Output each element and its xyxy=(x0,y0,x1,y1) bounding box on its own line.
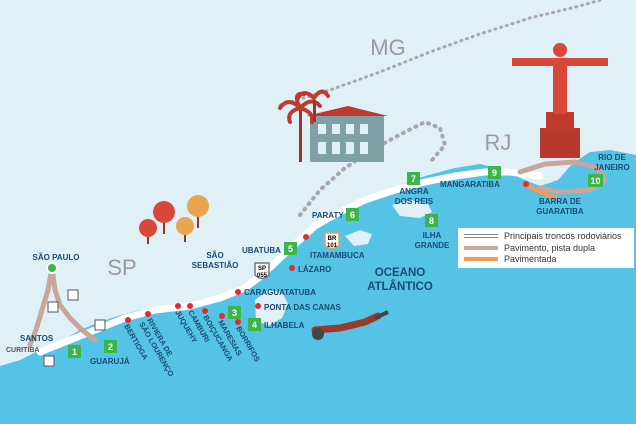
label-ilhabela: ILHABELA xyxy=(264,321,305,330)
label-barra-guaratiba-1: BARRA DE xyxy=(539,197,582,206)
highway-shield-br101: BR 101 xyxy=(324,232,340,250)
svg-text:6: 6 xyxy=(350,210,355,220)
stop-badge-2: 2 xyxy=(104,340,117,353)
mainland xyxy=(0,0,636,366)
poi-juquehy xyxy=(175,303,181,309)
svg-text:7: 7 xyxy=(411,174,416,184)
legend-main: Principais troncos rodoviários xyxy=(504,231,622,241)
christ-redeemer-icon xyxy=(512,43,608,158)
label-lazaro: LÁZARO xyxy=(298,265,331,274)
coastal-islet xyxy=(345,230,372,246)
stop-badge-9: 9 xyxy=(488,166,501,179)
legend-dual: Pavimento, pista dupla xyxy=(504,243,595,253)
poi-barra-guaratiba xyxy=(523,181,529,187)
state-label-mg: MG xyxy=(370,35,405,60)
stop-badge-10: 10 xyxy=(588,174,603,187)
stop-badge-5: 5 xyxy=(284,242,297,255)
poi-camburi xyxy=(187,303,193,309)
stop-badge-1: 1 xyxy=(68,345,81,358)
label-caraguatatuba: CARAGUATATUBA xyxy=(244,288,316,297)
poi-ponta-das-canas xyxy=(255,303,261,309)
label-sao-sebastiao-1: SÃO xyxy=(206,251,223,260)
poi-maresias xyxy=(219,313,225,319)
svg-text:8: 8 xyxy=(429,216,434,226)
surfer-icon xyxy=(43,289,106,367)
label-ubatuba: UBATUBA xyxy=(242,246,281,255)
svg-text:9: 9 xyxy=(492,168,497,178)
svg-text:055: 055 xyxy=(257,273,268,279)
sao-paulo-marker xyxy=(46,262,58,274)
label-angra-2: DOS REIS xyxy=(395,197,434,206)
stop-badge-4: 4 xyxy=(248,318,261,331)
svg-text:3: 3 xyxy=(232,308,237,318)
dual-road xyxy=(49,265,98,343)
label-ilha-grande-2: GRANDE xyxy=(415,241,450,250)
state-border-mg xyxy=(278,0,602,107)
ocean-label-line1: OCEANO xyxy=(375,267,426,279)
label-angra-1: ANGRA xyxy=(399,187,429,196)
poi-lazaro xyxy=(289,265,295,271)
label-curitiba: CURITIBA xyxy=(6,347,39,354)
svg-text:4: 4 xyxy=(252,320,257,330)
svg-text:2: 2 xyxy=(108,342,113,352)
label-barra-guaratiba-2: GUARATIBA xyxy=(536,207,584,216)
diver-icon xyxy=(311,310,389,340)
label-ilha-grande-1: ILHA xyxy=(423,231,442,240)
tree-icon xyxy=(139,195,209,244)
label-guaruja: GUARUJÁ xyxy=(90,357,130,366)
poi-dots xyxy=(125,181,529,325)
label-sao-sebastiao-2: SEBASTIÃO xyxy=(192,261,239,270)
svg-text:SP: SP xyxy=(258,266,266,272)
svg-text:101: 101 xyxy=(327,243,338,249)
poi-riviera xyxy=(145,311,151,317)
label-sao-paulo: SÃO PAULO xyxy=(33,253,80,262)
label-rio-2: JANEIRO xyxy=(594,163,630,172)
legend: Principais troncos rodoviários Pavimento… xyxy=(458,228,634,268)
ocean-label-line2: ATLÂNTICO xyxy=(367,280,433,293)
state-label-sp: SP xyxy=(107,255,136,280)
stop-badge-3: 3 xyxy=(228,306,241,319)
palm-tree-icon xyxy=(278,89,330,162)
house-icon xyxy=(306,106,388,162)
poi-borrifos xyxy=(235,319,241,325)
poi-itamambuca xyxy=(303,234,309,240)
svg-text:10: 10 xyxy=(590,176,600,186)
highway-shield-sp055: SP 055 xyxy=(254,262,270,280)
label-paraty: PARATY xyxy=(312,211,344,220)
paved-road xyxy=(522,182,558,200)
ilhabela-island xyxy=(255,290,288,326)
svg-text:5: 5 xyxy=(288,244,293,254)
label-santos: SANTOS xyxy=(20,334,54,343)
ilha-grande-island xyxy=(392,200,432,218)
label-rio-1: RIO DE xyxy=(598,153,626,162)
state-border-rj xyxy=(298,119,448,217)
dual-road-2 xyxy=(27,265,55,348)
label-ponta-das-canas: PONTA DAS CANAS xyxy=(264,303,342,312)
state-label-rj: RJ xyxy=(485,130,512,155)
poi-caraguatatuba xyxy=(235,289,241,295)
stop-badge-6: 6 xyxy=(346,208,359,221)
svg-text:1: 1 xyxy=(72,347,77,357)
poi-bertioga xyxy=(125,317,131,323)
stop-badge-7: 7 xyxy=(407,172,420,185)
legend-paved: Pavimentada xyxy=(504,254,557,264)
svg-text:BR: BR xyxy=(328,236,337,242)
poi-boicucanga xyxy=(202,308,208,314)
stop-badge-8: 8 xyxy=(425,214,438,227)
label-itamambuca: ITAMAMBUCA xyxy=(310,251,365,260)
label-mangaratiba: MANGARATIBA xyxy=(440,180,500,189)
